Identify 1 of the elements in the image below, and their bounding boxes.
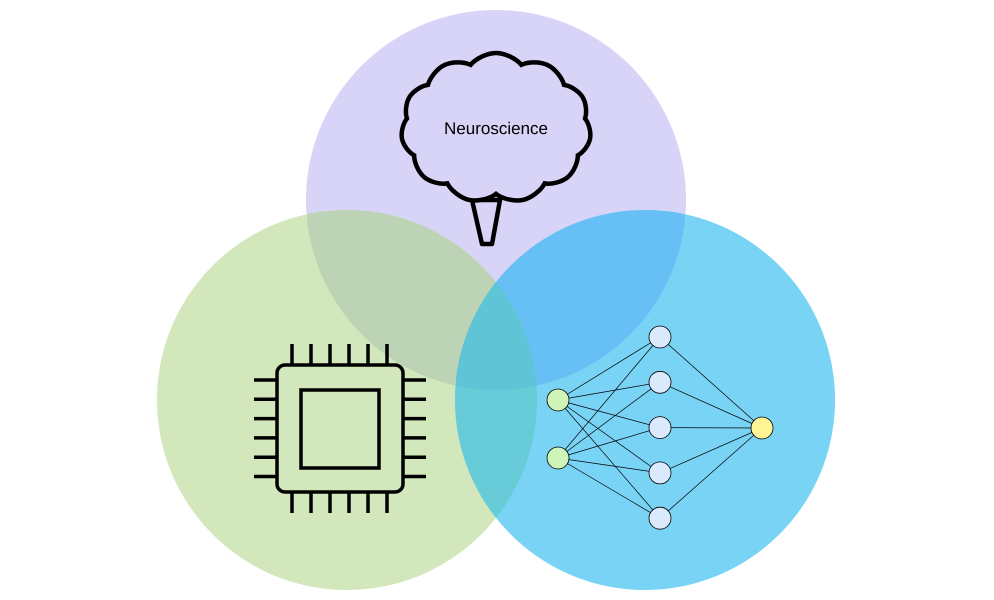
brain-outline: Neuroscience — [399, 50, 593, 246]
